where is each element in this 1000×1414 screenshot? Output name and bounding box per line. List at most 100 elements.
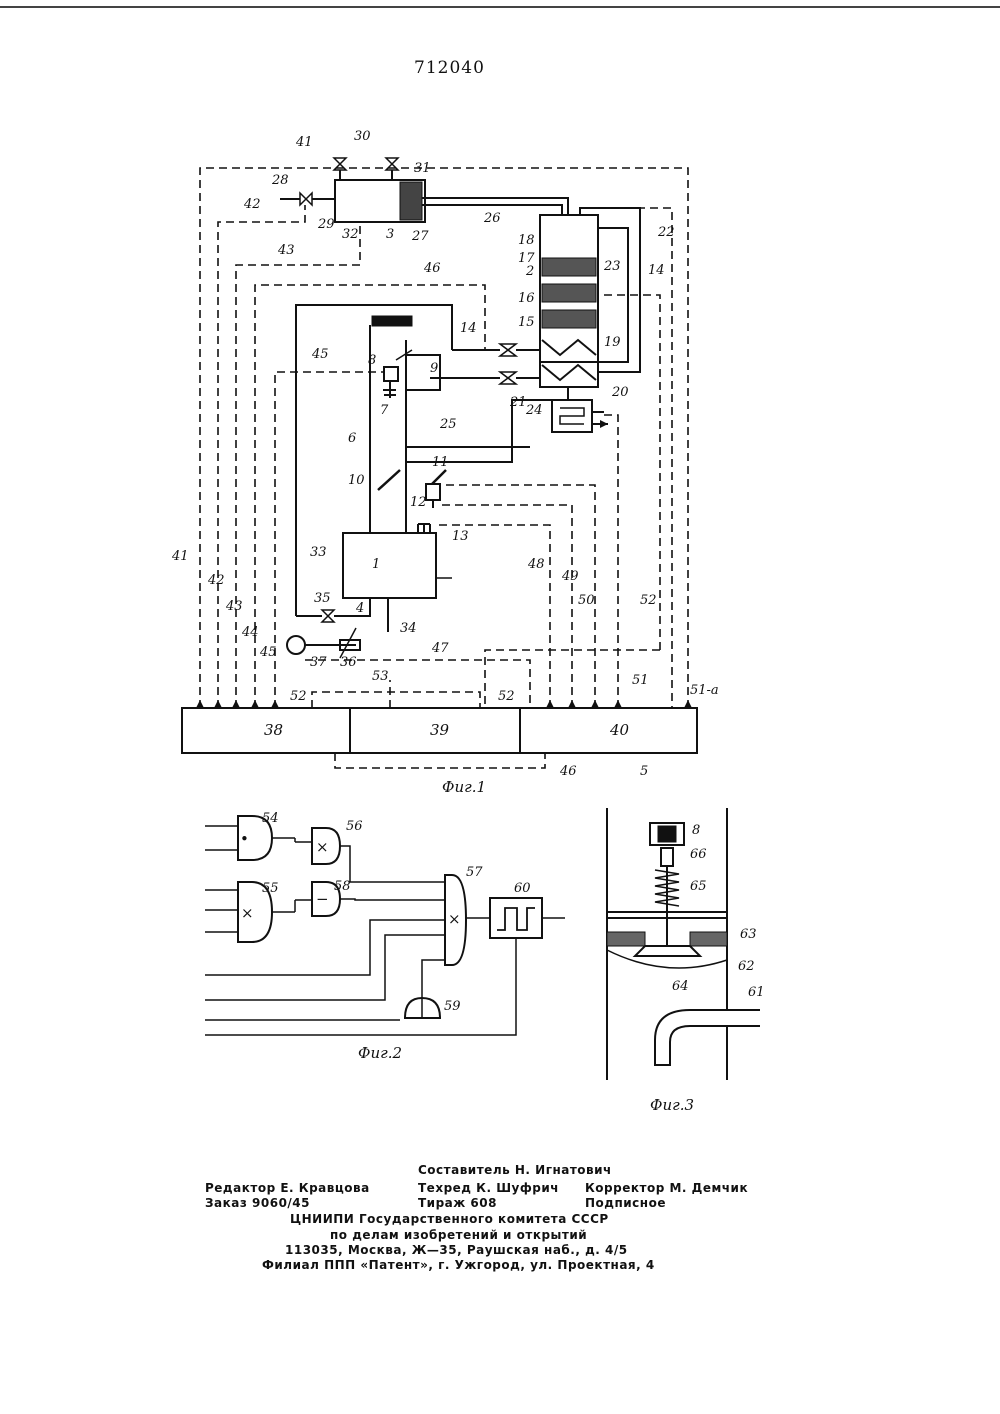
coil-20 — [542, 365, 596, 380]
label-31: 31 — [414, 161, 431, 176]
label-28: 28 — [271, 173, 289, 188]
label-42b: 42 — [207, 573, 225, 588]
valve-29 — [300, 193, 312, 205]
signal-48 — [436, 525, 550, 708]
label-24: 24 — [525, 403, 543, 418]
label-12: 12 — [410, 495, 427, 510]
signal-51 — [600, 415, 618, 708]
imprint-subscription: Подписное — [585, 1196, 666, 1210]
label-1: 1 — [372, 557, 380, 572]
label-20: 20 — [611, 385, 629, 400]
label-19: 19 — [604, 335, 621, 350]
label-52b: 52 — [290, 689, 307, 704]
imprint-branch: Филиал ППП «Патент», г. Ужгород, ул. Про… — [262, 1258, 655, 1272]
signal-52b — [312, 692, 480, 708]
label-51: 51 — [632, 673, 649, 688]
label-30: 30 — [354, 129, 371, 144]
label-58: 58 — [334, 879, 351, 894]
label-29: 29 — [317, 217, 335, 232]
imprint-order: Заказ 9060/45 — [205, 1196, 310, 1210]
label-55: 55 — [262, 881, 279, 896]
label-8-fig3: 8 — [692, 823, 700, 838]
label-27: 27 — [411, 229, 429, 244]
signal-42 — [218, 205, 305, 708]
label-43b: 43 — [225, 599, 243, 614]
label-42: 42 — [243, 197, 261, 212]
label-14: 14 — [460, 321, 477, 336]
gate-55-symbol: × — [241, 904, 254, 922]
catalyst-27 — [400, 182, 422, 220]
imprint-address: 113035, Москва, Ж—35, Раушская наб., д. … — [285, 1243, 628, 1257]
valve-disc-62 — [635, 946, 700, 956]
sensor-37 — [287, 636, 305, 654]
bed-16 — [542, 284, 596, 302]
label-14b: 14 — [648, 263, 665, 278]
label-62: 62 — [738, 959, 755, 974]
imprint-org2: по делам изобретений и открытий — [330, 1228, 587, 1242]
label-5: 5 — [640, 764, 648, 779]
valve-21 — [500, 372, 516, 384]
imprint-editor: Редактор Е. Кравцова — [205, 1181, 370, 1195]
chamber-64 — [607, 950, 727, 968]
label-66: 66 — [690, 847, 707, 862]
label-4: 4 — [355, 601, 364, 616]
label-52c: 52 — [498, 689, 515, 704]
label-57: 57 — [466, 865, 483, 880]
seat-63-left — [607, 932, 645, 946]
signal-46b — [335, 753, 545, 768]
caption-fig2: Фиг.2 — [358, 1044, 402, 1062]
label-44: 44 — [241, 625, 259, 640]
label-37: 37 — [310, 655, 327, 670]
label-16: 16 — [518, 291, 535, 306]
label-49: 49 — [561, 569, 579, 584]
gate-58-symbol: − — [316, 890, 329, 908]
imprint-circulation: Тираж 608 — [418, 1196, 497, 1210]
label-11: 11 — [432, 455, 449, 470]
label-50: 50 — [578, 593, 595, 608]
label-33: 33 — [310, 545, 327, 560]
label-47: 47 — [431, 641, 449, 656]
label-43: 43 — [277, 243, 295, 258]
label-61: 61 — [748, 985, 765, 1000]
label-7: 7 — [380, 403, 389, 418]
label-45b: 45 — [259, 645, 277, 660]
actuator-66 — [661, 848, 673, 866]
label-2: 2 — [525, 264, 534, 279]
label-6: 6 — [348, 431, 356, 446]
solenoid-8 — [384, 367, 398, 381]
gate-56-symbol: × — [316, 838, 329, 856]
engine-block — [343, 533, 436, 598]
label-39: 39 — [430, 721, 450, 739]
label-38: 38 — [264, 721, 283, 739]
label-41b: 41 — [171, 549, 189, 564]
label-21: 21 — [509, 395, 527, 410]
label-40: 40 — [609, 721, 630, 739]
pipe-61 — [655, 1010, 760, 1065]
bed-17 — [542, 258, 596, 276]
imprint-org: ЦНИИПИ Государственного комитета СССР — [290, 1212, 609, 1226]
label-9: 9 — [430, 361, 438, 376]
gate-54-symbol: • — [240, 830, 249, 848]
pulse-generator-60 — [490, 898, 542, 938]
label-26: 26 — [483, 211, 501, 226]
label-65: 65 — [690, 879, 707, 894]
label-53: 53 — [372, 669, 389, 684]
coil-19 — [542, 340, 596, 355]
label-56: 56 — [346, 819, 363, 834]
label-41: 41 — [295, 135, 313, 150]
imprint-composer: Составитель Н. Игнатович — [418, 1163, 612, 1177]
label-63: 63 — [740, 927, 757, 942]
valve-35 — [322, 610, 334, 622]
label-8: 8 — [368, 353, 376, 368]
label-36: 36 — [340, 655, 357, 670]
label-10: 10 — [348, 473, 365, 488]
label-22: 22 — [657, 225, 675, 240]
label-45: 45 — [311, 347, 329, 362]
label-48: 48 — [527, 557, 545, 572]
air-filter — [372, 316, 412, 326]
label-60: 60 — [514, 881, 531, 896]
label-25: 25 — [439, 417, 457, 432]
label-3: 3 — [386, 227, 394, 242]
